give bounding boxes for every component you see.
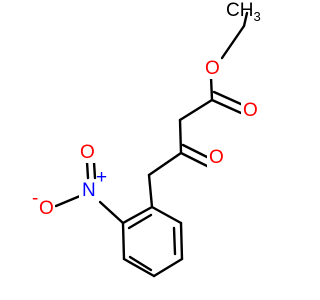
nitro-top-oxygen-label: O [80,142,95,163]
methyl-label: CH3 [226,0,261,24]
bond-nitrogen-to-top-oxygen-2 [92,160,97,180]
bond-ring-to-nitro-nitrogen [98,200,125,225]
nitro-plus-label: + [96,167,107,188]
atom-labels: CH3 O O O N + O O - [32,0,261,219]
bond-ketone-carbon-to-benzylic-carbon [147,151,183,177]
ester-carbonyl-oxygen-label: O [243,100,258,121]
bond-ring-inner-double-3 [127,213,153,230]
bond-ring-c2-c3 [179,221,184,261]
bond-nitrogen-to-top-oxygen-1 [85,160,90,180]
bond-ring-inner-double-1 [172,226,177,256]
bond-ch2-ester-oxygen [220,24,246,60]
bond-ring-inner-double-2 [128,255,153,272]
nitro-bottom-oxygen-label: O [39,198,54,219]
bond-ester-carbonyl-to-alpha-carbon [178,98,214,122]
methyl-subscript: 3 [253,9,260,24]
ketone-oxygen-label: O [209,147,224,168]
bond-ring-c3-c4 [152,257,184,278]
bond-ester-carbonyl-double-1 [210,98,243,115]
chemical-structure: CH3 O O O N + O O - [32,0,261,278]
bond-nitrogen-to-bottom-oxygen [54,194,82,208]
bond-ring-c6-c1 [121,205,154,225]
bond-ketone-double-1 [179,151,209,168]
bond-ring-c5-c6 [121,221,126,261]
ester-oxygen-label: O [205,58,220,79]
label-masks [37,57,259,219]
nitro-minus-label: - [32,188,38,209]
bonds [54,11,249,278]
bond-ester-carbonyl-double-2 [212,90,245,107]
bond-ring-c1-c2 [150,205,183,225]
bond-ring-c4-c5 [122,257,156,278]
bond-ketone-double-2 [181,143,211,160]
bond-ch3-ch2 [242,11,249,28]
bond-ester-oxygen-carbonyl-carbon [209,75,214,102]
bond-alpha-carbon-to-ketone-carbon [178,118,183,155]
nitro-nitrogen-label: N [82,180,96,201]
bond-benzylic-carbon-to-ring [147,173,154,209]
